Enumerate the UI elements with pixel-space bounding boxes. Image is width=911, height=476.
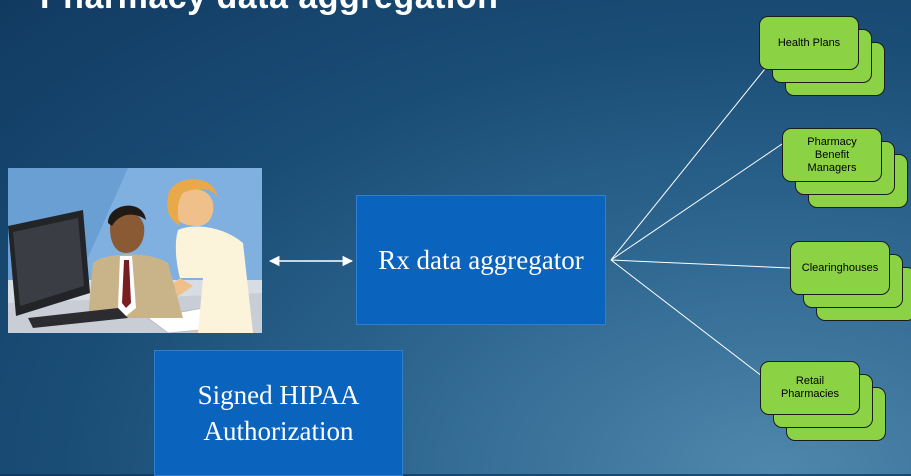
clearinghouses-label: Clearinghouses: [801, 261, 879, 274]
connector-pbm: [610, 141, 786, 261]
pbm-node: Pharmacy Benefit Managers: [782, 128, 910, 208]
health-plans-label: Health Plans: [777, 36, 841, 49]
office-workers-illustration: [8, 168, 262, 333]
authorization-line-1: Signed HIPAA: [197, 380, 360, 410]
aggregator-label: Rx data aggregator: [378, 244, 584, 275]
hipaa-authorization-box: Signed HIPAA Authorization: [154, 350, 403, 476]
slide-title: Pharmacy data aggregation: [40, 0, 498, 17]
rx-data-aggregator-box: Rx data aggregator: [356, 195, 606, 325]
clearinghouses-node: Clearinghouses: [790, 241, 911, 321]
retail-pharmacies-label: Retail Pharmacies: [780, 375, 840, 400]
connector-retail: [610, 259, 781, 391]
pbm-label: Pharmacy Benefit Managers: [807, 135, 857, 174]
connector-health-plans: [610, 43, 786, 261]
health-plans-node: Health Plans: [759, 16, 887, 96]
authorization-line-2: Authorization: [203, 416, 354, 446]
connector-clearinghouses: [610, 259, 791, 269]
retail-pharmacies-node: Retail Pharmacies: [760, 361, 888, 441]
